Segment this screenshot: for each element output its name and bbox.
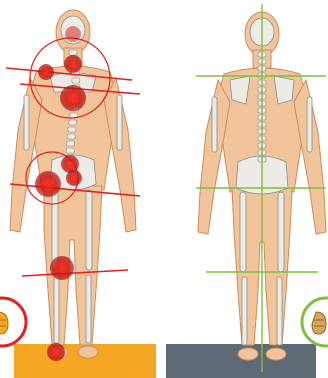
vertebra	[66, 141, 74, 146]
pain-spot-neck	[64, 55, 82, 73]
pain-spot-right-hip	[66, 170, 82, 186]
pain-spot-knee	[50, 256, 74, 280]
pain-spot-left-hip	[35, 171, 61, 197]
right-foot-badge	[302, 298, 328, 346]
pain-spot-upper-back	[60, 85, 86, 111]
vertebra	[72, 78, 80, 83]
pain-spot-head	[65, 26, 81, 42]
left-foot-badge	[0, 298, 26, 346]
pain-spot-shoulder	[38, 64, 54, 80]
pain-spot-foot	[47, 343, 65, 361]
vertebra	[66, 148, 74, 153]
pain-spot-lower-back	[61, 155, 79, 173]
vertebra	[69, 120, 77, 125]
right-base-bar	[166, 344, 316, 378]
vertebra	[67, 134, 75, 139]
left-figure	[6, 10, 140, 361]
vertebra	[69, 50, 77, 55]
vertebra	[68, 127, 76, 132]
